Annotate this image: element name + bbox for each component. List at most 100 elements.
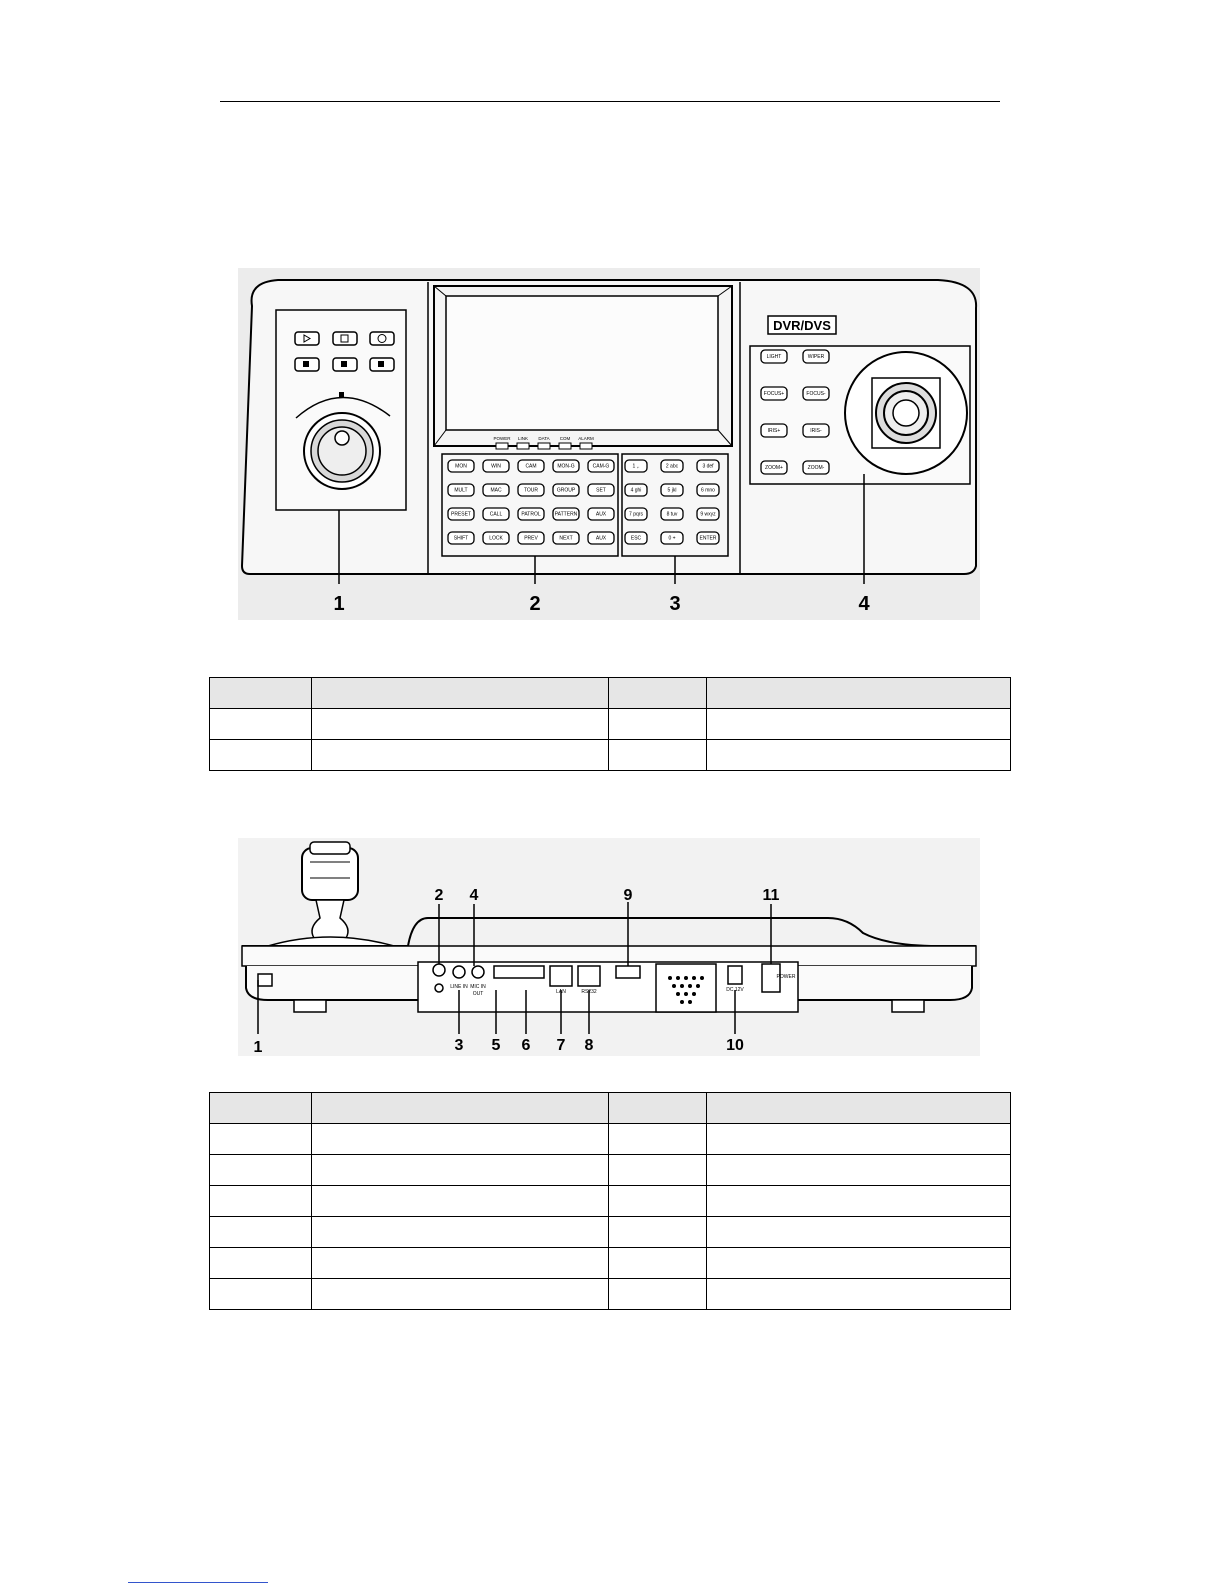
ptz-key-label: ZOOM+ <box>765 465 783 471</box>
function-key <box>482 531 510 545</box>
number-key-label: 2 abc <box>666 464 679 470</box>
port-label-out: OUT <box>473 991 484 997</box>
function-key-label: CAM-G <box>593 464 610 470</box>
function-key-label: CAM <box>525 464 536 470</box>
function-key <box>447 459 475 473</box>
number-key <box>696 459 720 473</box>
rear-callout-9: 9 <box>624 887 633 904</box>
function-key <box>517 483 545 497</box>
indicator-label: ALARM <box>578 436 594 441</box>
function-key-label: PRESET <box>451 512 471 518</box>
number-key-label: ENTER <box>700 536 717 542</box>
port-label-power: POWER <box>777 974 796 980</box>
number-key <box>660 507 684 521</box>
function-key <box>587 483 615 497</box>
number-key <box>624 459 648 473</box>
function-key <box>482 483 510 497</box>
function-key <box>587 507 615 521</box>
rear-panel-figure: LINE IN MIC IN OUT LAN RS232 DC 12V POWE… <box>238 838 980 1056</box>
callout-2: 2 <box>529 593 540 615</box>
function-key <box>447 507 475 521</box>
table-row <box>209 1185 1011 1217</box>
function-key-label: CALL <box>490 512 503 518</box>
ptz-key <box>760 349 788 364</box>
jog-shuttle <box>303 412 381 490</box>
number-key-label: 5 jkl <box>668 488 677 494</box>
ptz-key-label: WIPER <box>808 354 825 360</box>
rear-callout-3: 3 <box>455 1037 464 1054</box>
ptz-key-label: IRIS+ <box>768 428 781 434</box>
number-key-label: 1 ,. <box>633 464 640 470</box>
rear-callout-1: 1 <box>254 1039 263 1056</box>
function-key <box>587 459 615 473</box>
number-key <box>696 483 720 497</box>
function-key <box>552 507 580 521</box>
number-key-label: ESC <box>631 536 642 542</box>
rear-callout-2: 2 <box>435 887 444 904</box>
header-rule <box>220 101 1000 102</box>
table-row <box>209 1123 1011 1155</box>
function-key <box>552 483 580 497</box>
function-key-label: LOCK <box>489 536 503 542</box>
ptz-key-label: LIGHT <box>767 354 782 360</box>
number-key <box>660 459 684 473</box>
number-key <box>624 483 648 497</box>
number-key <box>696 507 720 521</box>
ptz-key <box>802 349 830 364</box>
indicator-led <box>579 442 593 450</box>
ptz-key <box>802 460 830 475</box>
rear-callout-11: 11 <box>763 887 780 904</box>
callout-1: 1 <box>333 593 344 615</box>
rear-panel-drawing: LINE IN MIC IN OUT LAN RS232 DC 12V POWE… <box>241 841 977 1056</box>
rear-callout-7: 7 <box>557 1037 566 1054</box>
callout-3: 3 <box>669 593 680 615</box>
indicator-led <box>558 442 572 450</box>
indicator-label: COM <box>560 436 571 441</box>
table-row <box>209 1247 1011 1279</box>
function-key-label: MON <box>455 464 467 470</box>
function-key-label: SHIFT <box>454 536 468 542</box>
joystick-side <box>267 841 395 947</box>
indicator-label: LINK <box>518 436 528 441</box>
function-key <box>517 459 545 473</box>
table-row <box>209 1154 1011 1186</box>
function-key <box>447 531 475 545</box>
number-key <box>696 531 720 545</box>
table-row <box>209 1278 1011 1310</box>
function-key <box>552 459 580 473</box>
function-key-label: SET <box>596 488 606 494</box>
ptz-joystick <box>844 351 968 475</box>
ptz-key-label: FOCUS+ <box>764 391 785 397</box>
function-key <box>517 531 545 545</box>
table-row <box>209 1216 1011 1248</box>
ptz-key <box>802 423 830 438</box>
table-row <box>209 1092 1011 1124</box>
number-key <box>660 483 684 497</box>
function-key-label: AUX <box>596 536 607 542</box>
function-key <box>447 483 475 497</box>
table-row <box>209 708 1011 740</box>
function-key-label: MAC <box>490 488 502 494</box>
function-key-label: PATROL <box>521 512 540 518</box>
function-key <box>482 459 510 473</box>
number-key-label: 0 + <box>668 536 675 542</box>
function-key-label: MULT <box>454 488 467 494</box>
footer-link-underline <box>128 1582 268 1583</box>
number-key <box>660 531 684 545</box>
rear-panel-table <box>209 1092 1011 1310</box>
indicator-led <box>495 442 509 450</box>
indicator-label: DATA <box>538 436 549 441</box>
indicator-led <box>516 442 530 450</box>
ptz-key-label: ZOOM- <box>808 465 825 471</box>
number-key-label: 8 tuv <box>667 512 678 518</box>
function-key <box>552 531 580 545</box>
rear-callout-5: 5 <box>492 1037 501 1054</box>
ptz-key <box>802 386 830 401</box>
ptz-key-label: FOCUS- <box>806 391 826 397</box>
ptz-key <box>760 423 788 438</box>
number-key-label: 3 def <box>702 464 714 470</box>
number-key-label: 7 pqrs <box>629 512 643 518</box>
front-panel-table <box>209 677 1011 771</box>
